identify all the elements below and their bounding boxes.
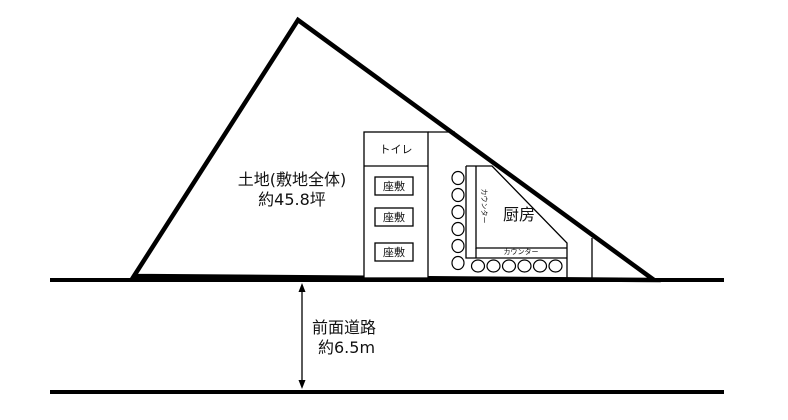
zashiki-label-3: 座敷 — [383, 245, 405, 259]
road-label-line2: 約6.5m — [318, 338, 375, 357]
road-label-line1: 前面道路 — [312, 318, 376, 337]
counter-stool — [548, 259, 563, 273]
land-label-line1: 土地(敷地全体) — [238, 170, 347, 189]
counter-stool — [451, 238, 465, 254]
counter-stool — [470, 259, 486, 273]
zashiki-box-3 — [374, 242, 414, 262]
counter-stool — [451, 170, 465, 186]
zashiki-label-1: 座敷 — [383, 179, 405, 193]
land-label-line2: 約45.8坪 — [258, 190, 326, 209]
kitchen-label: 厨房 — [503, 205, 535, 224]
counter-stool — [451, 187, 465, 203]
counter-stool — [451, 221, 465, 237]
counter-stool — [517, 259, 532, 273]
road-width-dimension — [298, 283, 306, 389]
building — [363, 131, 593, 279]
zashiki-label-2: 座敷 — [383, 210, 405, 224]
counter-label-vertical: カウンター — [480, 189, 489, 224]
counter-stools-vertical — [451, 170, 465, 271]
counter-stool — [532, 259, 548, 273]
counter-label-horizontal: カウンター — [504, 247, 539, 256]
counter-stool — [451, 204, 465, 220]
zashiki-box-1 — [374, 176, 414, 196]
zashiki-box-2 — [374, 207, 414, 227]
counter-stool — [486, 259, 501, 273]
toilet-label: トイレ — [380, 143, 413, 156]
counter-stools-horizontal — [470, 259, 563, 273]
counter-stool — [501, 259, 517, 273]
counter-stool — [451, 255, 465, 271]
